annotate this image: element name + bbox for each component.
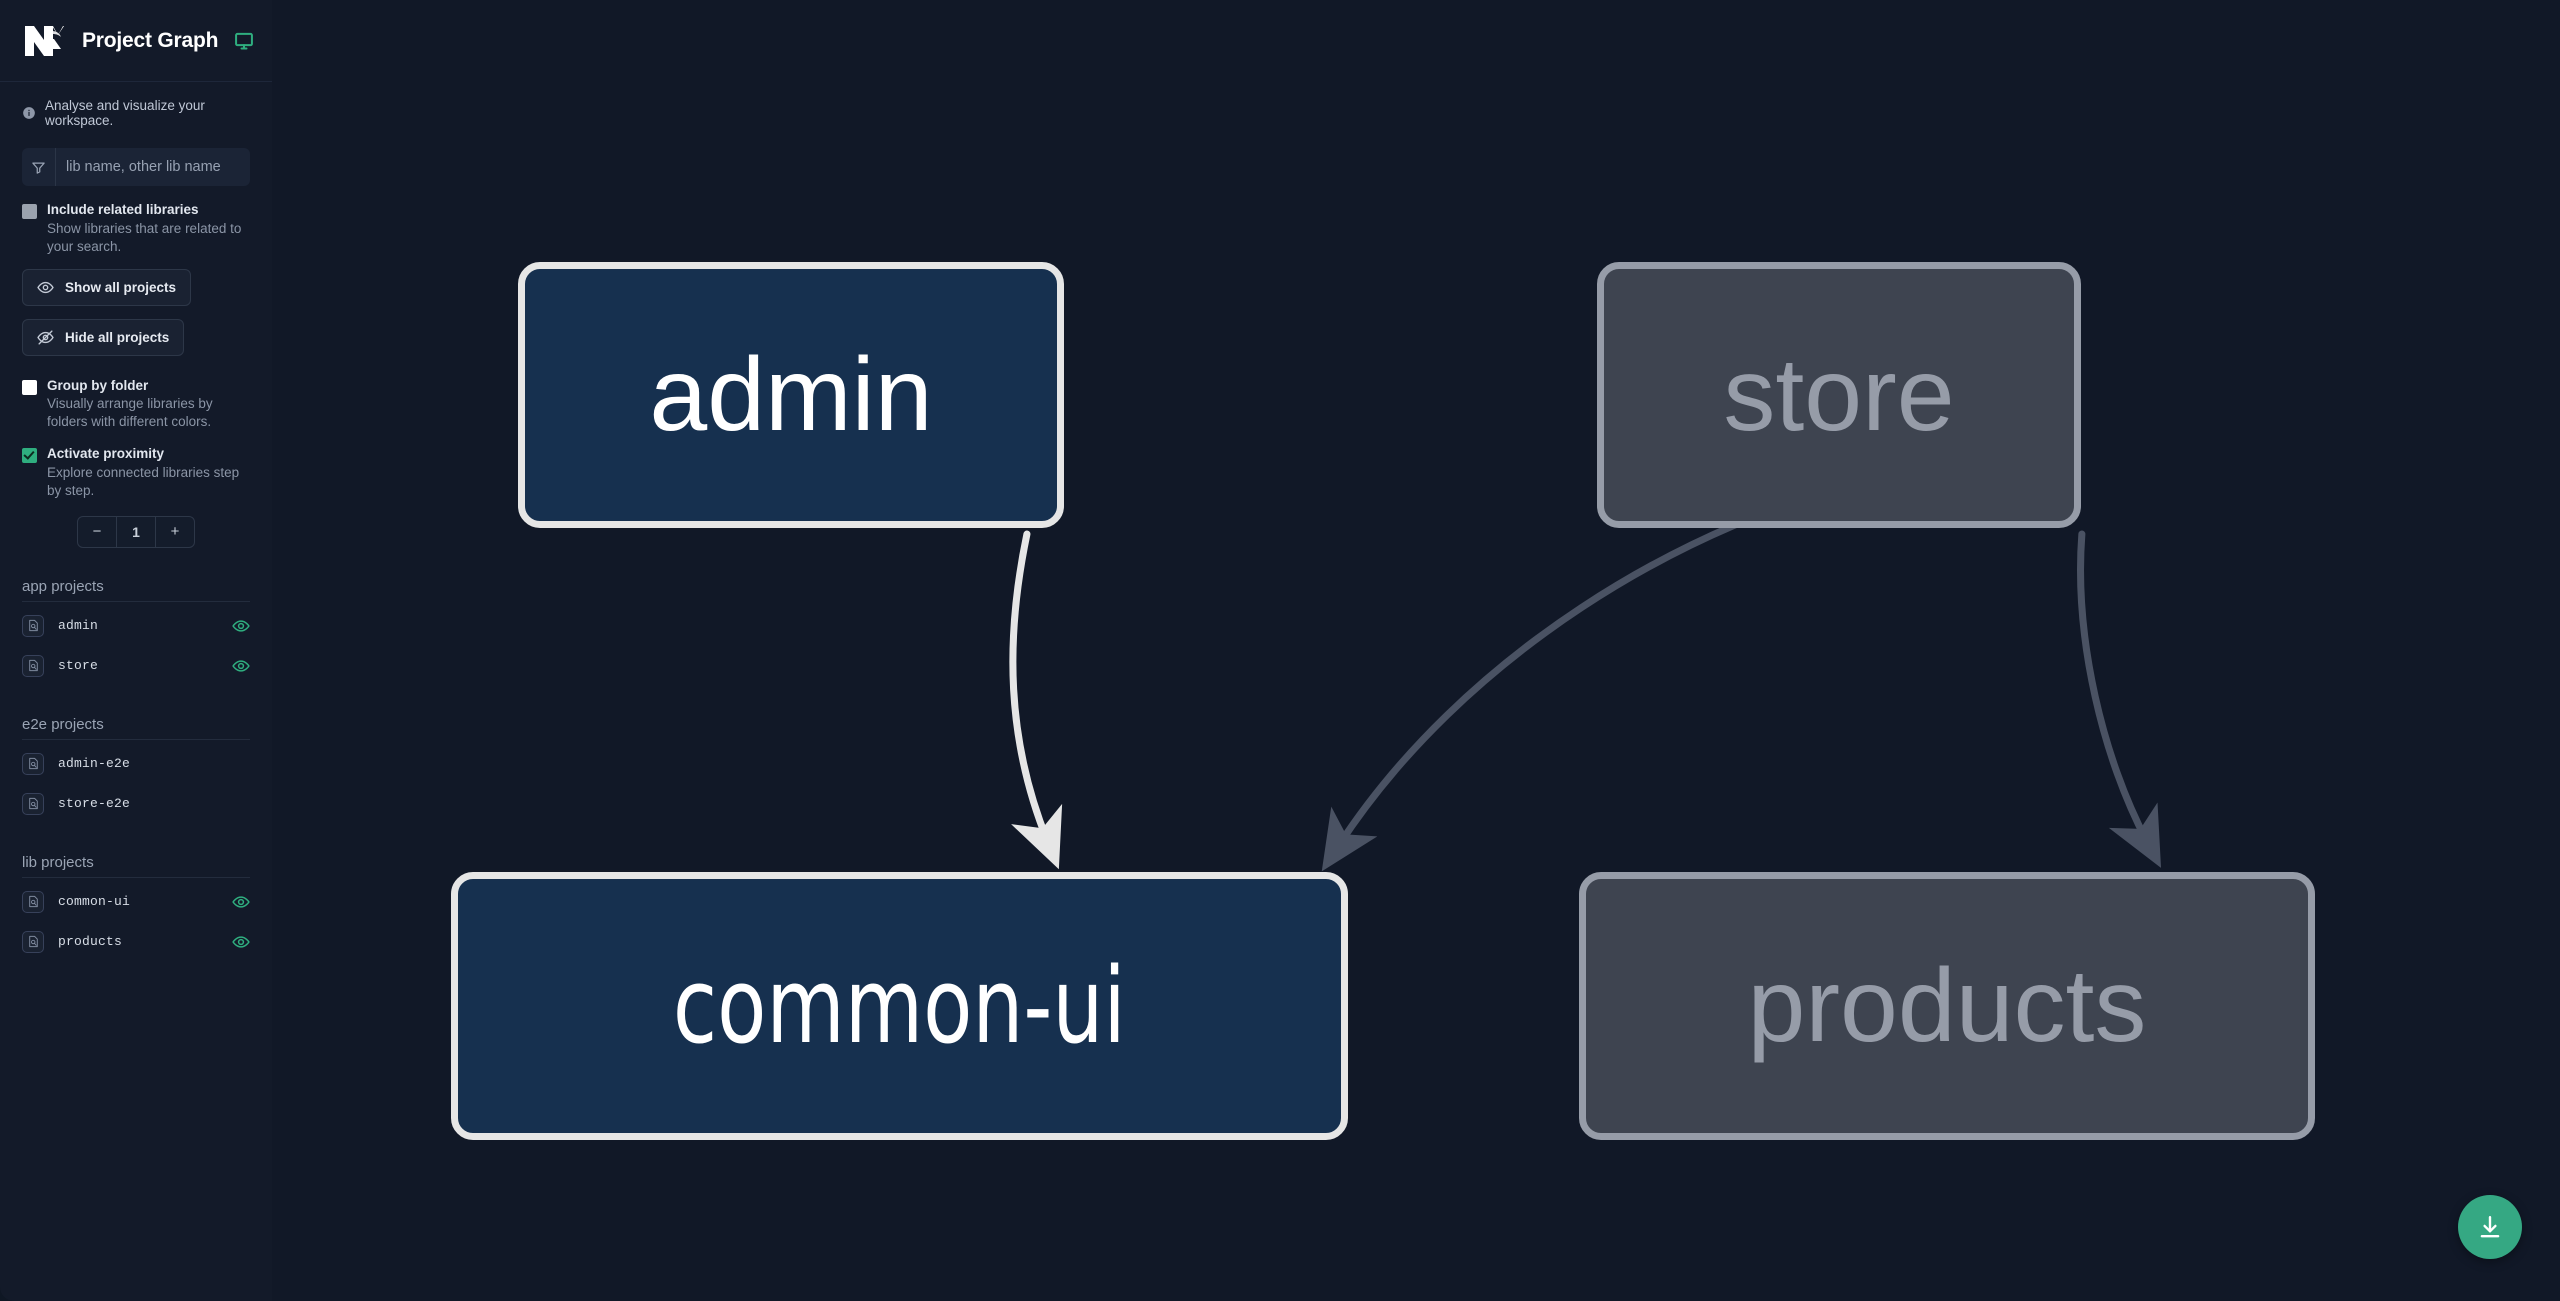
sidebar-scroll-area: Include related libraries Show libraries… (0, 138, 272, 1301)
eye-off-icon (37, 329, 54, 346)
group-title: lib projects (22, 853, 94, 871)
option-label: Include related libraries (47, 202, 199, 217)
group-by-folder-checkbox[interactable] (22, 379, 37, 395)
divider (22, 738, 250, 740)
tagline-text: Analyse and visualize your workspace. (45, 98, 205, 128)
graph-node-admin[interactable]: admin (518, 262, 1064, 528)
monitor-icon[interactable] (218, 31, 254, 51)
tagline: Analyse and visualize your workspace. (0, 82, 272, 138)
project-file-icon (22, 792, 44, 815)
stepper-divider (155, 516, 156, 547)
toggle-visibility-store[interactable] (232, 657, 250, 675)
graph-node-store[interactable]: store (1597, 262, 2081, 528)
project-row-admin[interactable]: admin (22, 606, 250, 646)
project-file-icon (22, 614, 44, 637)
graph-node-products[interactable]: products (1579, 872, 2315, 1140)
activate-proximity-checkbox[interactable] (22, 448, 37, 463)
project-row-admin-e2e[interactable]: admin-e2e (22, 744, 250, 784)
project-name: products (58, 934, 123, 949)
search-input[interactable] (56, 148, 250, 186)
search-box[interactable] (22, 148, 250, 186)
project-name: store (58, 658, 99, 673)
show-all-projects-label: Show all projects (65, 279, 177, 295)
option-include-related-libraries[interactable]: Include related libraries Show libraries… (22, 202, 250, 256)
toggle-visibility-common-ui[interactable] (232, 893, 250, 911)
group-title: e2e projects (22, 715, 104, 733)
edge-store-to-products (2077, 530, 2162, 868)
toggle-visibility-products[interactable] (232, 933, 250, 951)
node-label: admin (649, 337, 933, 453)
project-name: store-e2e (58, 796, 131, 811)
project-row-store-e2e[interactable]: store-e2e (22, 784, 250, 824)
project-file-icon (22, 654, 44, 677)
option-activate-proximity[interactable]: Activate proximity Explore connected lib… (22, 446, 250, 500)
project-row-store[interactable]: store (22, 646, 250, 686)
project-name: admin-e2e (58, 756, 131, 771)
project-file-icon (22, 890, 44, 913)
edge-admin-to-common-ui (1009, 530, 1063, 870)
option-description: Show libraries that are related to your … (47, 220, 242, 254)
proximity-stepper[interactable]: − 1 + (77, 515, 195, 548)
nx-logo-icon (22, 19, 68, 63)
group-e2e-projects: e2e projects admin-e2e (22, 716, 250, 824)
graph-node-common-ui[interactable]: common-ui (451, 872, 1348, 1140)
hide-all-projects-label: Hide all projects (65, 329, 170, 345)
toggle-visibility-admin[interactable] (232, 617, 250, 635)
divider (22, 876, 250, 878)
project-name: common-ui (58, 894, 131, 909)
option-description: Visually arrange libraries by folders wi… (47, 396, 213, 430)
node-label: common-ui (673, 945, 1126, 1067)
project-name: admin (58, 618, 99, 633)
proximity-value: 1 (132, 523, 140, 540)
download-image-button[interactable] (2458, 1195, 2522, 1259)
project-file-icon (22, 752, 44, 775)
sidebar: Project Graph Analyse and visualize your… (0, 0, 272, 1301)
edge-store-to-common-ui (1321, 471, 1895, 872)
proximity-increment-button[interactable]: + (156, 517, 194, 547)
include-related-libraries-checkbox[interactable] (22, 204, 37, 219)
search-row (22, 148, 250, 186)
option-label: Activate proximity (47, 446, 165, 461)
page-title: Project Graph (82, 28, 219, 52)
option-description: Explore connected libraries step by step… (47, 464, 240, 498)
graph-canvas[interactable]: admin store common-ui products (272, 0, 2560, 1301)
info-icon (22, 106, 36, 120)
eye-icon (37, 279, 54, 296)
download-icon (2477, 1214, 2503, 1240)
group-app-projects: app projects admin (22, 578, 250, 686)
node-label: store (1723, 337, 1955, 453)
project-row-products[interactable]: products (22, 922, 250, 962)
group-title: app projects (22, 577, 104, 595)
hide-all-projects-button[interactable]: Hide all projects (22, 318, 185, 356)
group-lib-projects: lib projects common-ui (22, 854, 250, 962)
divider (22, 600, 250, 602)
show-all-projects-button[interactable]: Show all projects (22, 268, 192, 306)
sidebar-header: Project Graph (0, 0, 272, 82)
node-label: products (1747, 948, 2147, 1064)
option-label: Group by folder (47, 377, 149, 393)
stepper-divider (116, 516, 117, 547)
project-row-common-ui[interactable]: common-ui (22, 882, 250, 922)
project-file-icon (22, 930, 44, 953)
proximity-decrement-button[interactable]: − (78, 517, 116, 547)
filter-icon (22, 148, 56, 186)
option-group-by-folder[interactable]: Group by folder Visually arrange librari… (22, 378, 250, 432)
